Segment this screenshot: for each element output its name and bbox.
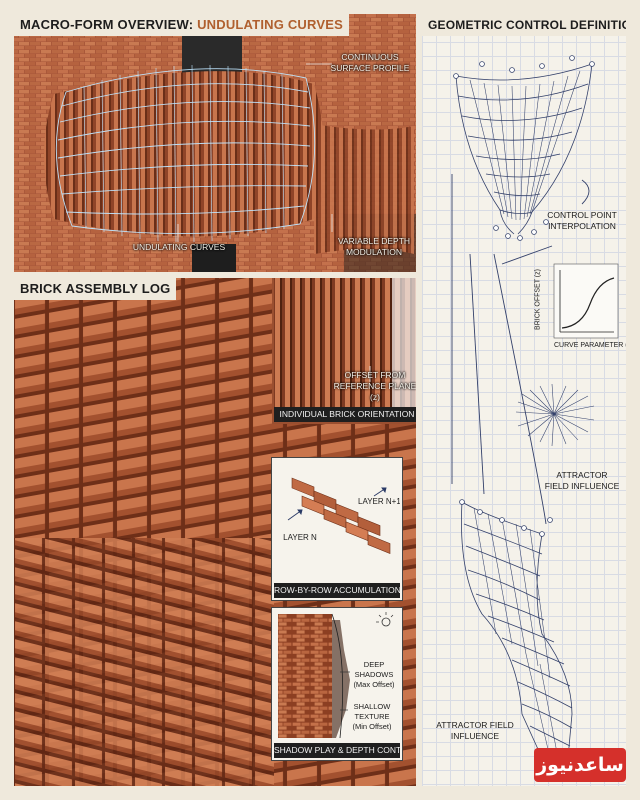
label-continuous-surface: CONTINUOUS SURFACE PROFILE	[330, 52, 410, 73]
brick-orientation-inset: OFFSET FROM REFERENCE PLANE (z) INDIVIDU…	[272, 278, 416, 424]
label-layer-n: LAYER N	[283, 533, 317, 542]
label-variable-depth: VARIABLE DEPTH MODULATION	[337, 236, 411, 257]
shadow-play-caption: SHADOW PLAY & DEPTH CONTROL	[274, 743, 400, 758]
brick-assembly-panel: BRICK ASSEMBLY LOG OFFSET FROM REFERENCE…	[14, 278, 416, 786]
macro-form-title: MACRO-FORM OVERVIEW: UNDULATING CURVES	[14, 14, 349, 36]
brick-orientation-photo	[274, 278, 416, 422]
brick-assembly-title: BRICK ASSEMBLY LOG	[14, 278, 177, 300]
label-attractor-field-bottom: ATTRACTOR FIELD INFLUENCE	[436, 720, 514, 741]
geometric-control-panel: GEOMETRIC CONTROL DEFINITION CONTROL POI…	[422, 14, 626, 786]
label-shallow-texture: SHALLOW TEXTURE (Min Offset)	[352, 702, 392, 731]
watermark-logo: ساعدنیوز	[534, 748, 626, 782]
macro-form-title-accent: UNDULATING CURVES	[197, 17, 343, 32]
shadow-play-inset: DEEP SHADOWS (Max Offset) SHALLOW TEXTUR…	[272, 608, 402, 760]
label-undulating-curves: UNDULATING CURVES	[132, 242, 226, 252]
label-attractor-field: ATTRACTOR FIELD INFLUENCE	[544, 470, 620, 491]
macro-form-illustration	[14, 14, 416, 272]
row-by-row-diagram	[287, 477, 391, 555]
row-by-row-inset: LAYER N+1 LAYER N ROW-BY-ROW ACCUMULATIO…	[272, 458, 402, 600]
label-layer-n1: LAYER N+1	[358, 497, 401, 506]
macro-form-title-main: MACRO-FORM OVERVIEW:	[20, 17, 198, 32]
label-deep-shadows: DEEP SHADOWS (Max Offset)	[353, 660, 395, 689]
graph-xlabel: CURVE PARAMETER (u)	[554, 342, 626, 349]
geometric-control-diagram	[451, 55, 619, 761]
label-offset-reference: OFFSET FROM REFERENCE PLANE (z)	[333, 370, 416, 402]
row-by-row-caption: ROW-BY-ROW ACCUMULATION	[274, 583, 400, 598]
shadow-play-diagram	[278, 612, 394, 739]
brick-orientation-caption: INDIVIDUAL BRICK ORIENTATION	[274, 407, 416, 422]
macro-form-panel: MACRO-FORM OVERVIEW: UNDULATING CURVES C…	[14, 14, 416, 272]
geometric-control-title: GEOMETRIC CONTROL DEFINITION	[422, 14, 626, 36]
label-control-point: CONTROL POINT INTERPOLATION	[547, 210, 617, 231]
graph-ylabel: BRICK OFFSET (z)	[534, 269, 542, 330]
